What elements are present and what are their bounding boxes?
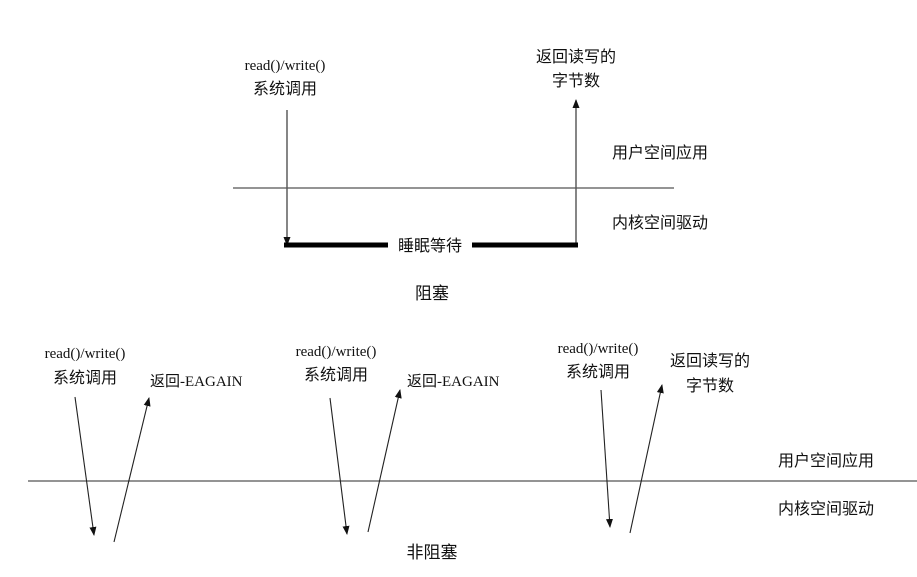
- nb1-call-label-line2: 系统调用: [53, 369, 117, 387]
- nb2-return-arrow: [367, 389, 402, 533]
- nb3-call-arrow: [600, 389, 613, 528]
- nb3-call-label-line1: read()/write(): [558, 341, 639, 357]
- nb1-return-arrow: [113, 397, 151, 543]
- nb1-call-arrow: [74, 396, 97, 536]
- nb2-return-label: 返回-EAGAIN: [407, 373, 500, 390]
- blocking-call-label-line2: 系统调用: [253, 80, 317, 98]
- nb2-call-label-line1: read()/write(): [296, 344, 377, 360]
- nb1-return-label: 返回-EAGAIN: [150, 373, 243, 390]
- blocking-return-label-line2: 字节数: [552, 72, 600, 90]
- nb2-call-label-line2: 系统调用: [304, 366, 368, 384]
- nonblocking-section: 用户空间应用 内核空间驱动 read()/write() 系统调用 返回-EAG…: [28, 341, 917, 562]
- nonblocking-call-1: read()/write() 系统调用 返回-EAGAIN: [45, 346, 243, 543]
- nb3-call-label-line2: 系统调用: [566, 363, 630, 381]
- nb3-return-arrow: [629, 384, 664, 534]
- blocking-section: read()/write() 系统调用 返回读写的 字节数 用户空间应用 内核空…: [233, 48, 708, 303]
- nb3-return-label-line2: 字节数: [686, 377, 734, 395]
- nb3-return-label-line1: 返回读写的: [670, 352, 750, 370]
- nonblocking-call-3: read()/write() 系统调用 返回读写的 字节数: [558, 341, 750, 534]
- nb2-call-arrow: [329, 397, 350, 535]
- blocking-sleep-label-bg: [388, 233, 472, 257]
- blocking-return-label-line1: 返回读写的: [536, 48, 616, 66]
- blocking-kernel-space-label: 内核空间驱动: [612, 214, 708, 232]
- nonblocking-caption: 非阻塞: [407, 543, 458, 562]
- nonblocking-user-space-label: 用户空间应用: [778, 451, 874, 470]
- blocking-call-label-line1: read()/write(): [245, 58, 326, 74]
- nonblocking-kernel-space-label: 内核空间驱动: [778, 500, 874, 518]
- blocking-caption: 阻塞: [415, 284, 449, 303]
- nonblocking-call-2: read()/write() 系统调用 返回-EAGAIN: [296, 344, 500, 535]
- blocking-user-space-label: 用户空间应用: [612, 143, 708, 162]
- nb1-call-label-line1: read()/write(): [45, 346, 126, 362]
- blocking-sleep-label: 睡眠等待: [398, 237, 462, 255]
